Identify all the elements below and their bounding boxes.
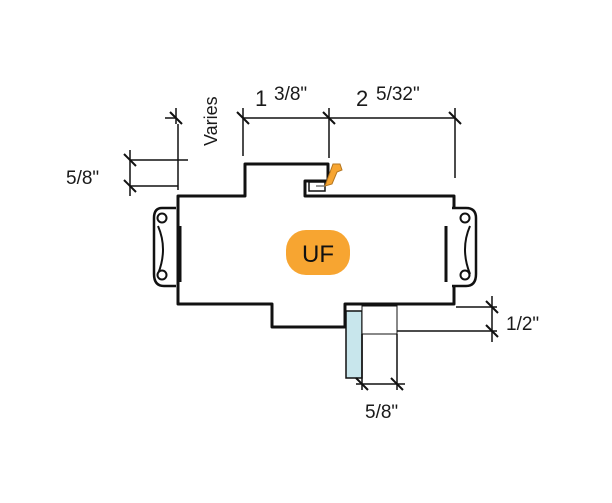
dimension-lines-bottom (356, 334, 405, 390)
dimension-label-bottom: 5/8" (365, 402, 398, 423)
dimension-lines-left (129, 150, 188, 196)
frame-profile-outline (176, 162, 456, 329)
dimension-label-top-middle-whole: 1 (255, 86, 267, 111)
dimension-label-varies: Varies (201, 96, 221, 146)
door-silencer-icon (452, 206, 478, 288)
dimension-lines-top (165, 108, 456, 190)
dimension-label-left: 5/8" (66, 168, 99, 189)
dimension-ticks-bottom (355, 377, 404, 391)
dimension-label-top-right-whole: 2 (356, 86, 368, 111)
dimension-label-top-middle-fraction: 3/8" (274, 84, 307, 105)
glazing-stop-icon (345, 305, 398, 379)
profile-badge (286, 230, 350, 275)
dimension-ticks-top (169, 111, 462, 125)
dimension-ticks-left (123, 153, 137, 193)
door-silencer-icon (152, 206, 176, 288)
dimension-lines-right (397, 296, 497, 342)
dimension-label-right: 1/2" (506, 314, 539, 335)
profile-badge-label: UF (302, 241, 334, 268)
dimension-ticks-right (485, 300, 499, 338)
dimension-label-top-right-fraction: 5/32" (376, 84, 420, 105)
weatherstrip-icon (308, 163, 343, 192)
